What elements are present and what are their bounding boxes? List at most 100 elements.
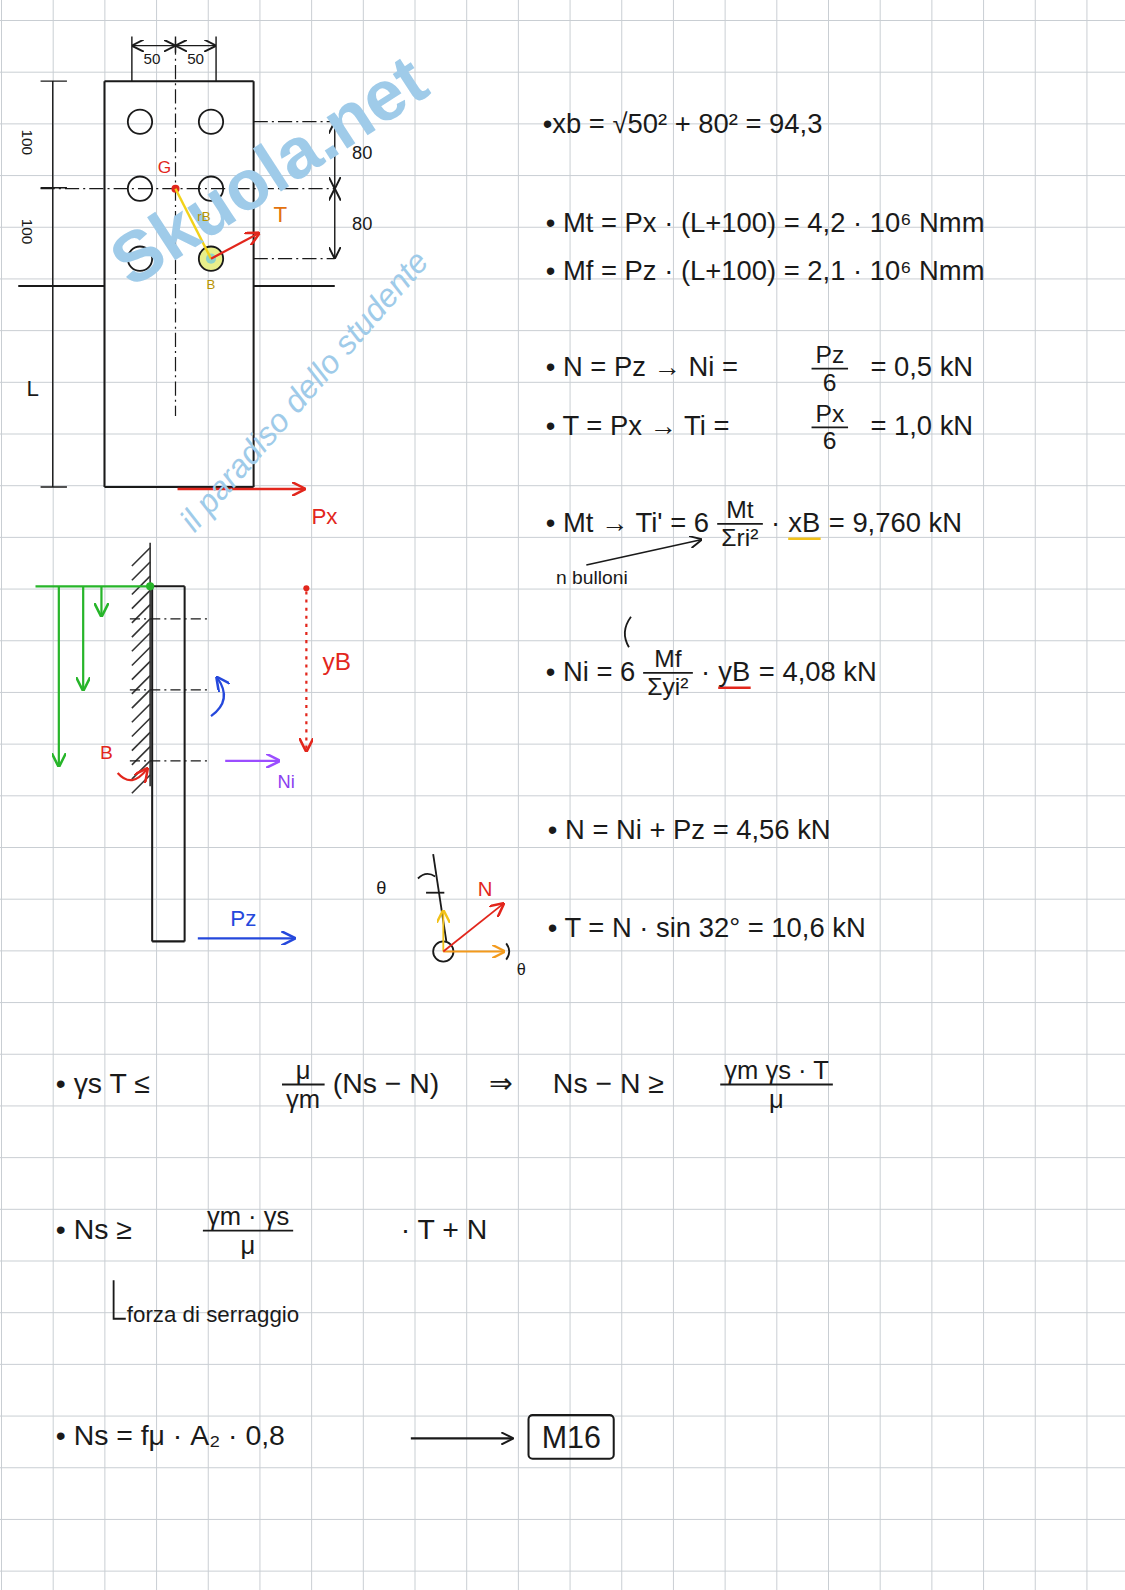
fraction-term: μ [296,1057,311,1085]
force-label: N [478,877,493,899]
dimension-line [177,45,216,46]
equation-text: · [701,657,710,687]
decomposition-sketch [426,892,444,894]
lever-arm [82,586,84,689]
dimension-label: 80 [352,215,372,235]
dimension-label: 100 [18,218,35,243]
equation-text: •xb = √50² + 80² = 94,3 [543,109,823,139]
lever-arm [198,937,294,939]
fraction-term: Px [816,401,845,428]
equation-text: ⇒ [489,1068,513,1099]
wall-hatch [132,562,150,580]
wall-hatch [132,619,150,637]
fraction-term: 6 [823,428,837,455]
fraction-term: Pz [816,342,845,369]
equation-text: • N = Ni + Pz = 4,56 kN [548,815,831,845]
wall-hatch [132,661,150,679]
bolt-axis [130,619,209,761]
note-arrow [114,1280,513,1438]
decomposition-sketch [433,854,446,941]
lever-arm [118,769,147,780]
note-text: forza di serraggio [127,1303,299,1328]
equation-text: = 0,5 kN [870,353,973,383]
lever-arm [303,585,309,591]
fraction-term: μ [240,1232,255,1260]
dimension-line [133,45,175,46]
equation-text: · [771,508,780,538]
decomposition-sketch [443,951,504,953]
fraction-term: 6 [823,370,837,397]
equation-text: (Ns − N) [333,1068,440,1099]
point-label: B [206,278,215,293]
equation-text: • Mt → Ti' = 6 [546,508,709,538]
wall-hatch [132,704,150,722]
lever-arm [305,591,307,750]
fraction-term: γm · γs [207,1203,289,1231]
equation-text: yB [718,657,750,687]
equation-text: • Ni = 6 [546,657,636,687]
wall-hatch [132,690,150,708]
wall-hatch [132,590,150,608]
force-label: Ni [277,773,294,793]
lever-arm [225,760,279,762]
equation-text: • Ns = fμ · A₂ · 0,8 [56,1420,285,1451]
dimension-line [41,81,67,487]
note-text: n bulloni [556,568,628,589]
fraction-term: Σri² [721,525,758,552]
lever-arm [58,586,60,766]
point-label: B [100,742,113,763]
equation-text: = 4,08 kN [759,657,877,687]
fraction-term: γm γs · T [724,1057,829,1085]
underline [718,687,750,689]
wall-hatch [132,605,150,623]
equation-text: • Ns ≥ [56,1214,132,1245]
decomposition-sketch [442,911,444,952]
equation-text: = 1,0 kN [870,412,973,442]
fraction-term: Mt [726,497,753,524]
dimension-line [334,190,335,258]
dimension-label: 50 [187,50,204,67]
equation-text: Ns − N ≥ [553,1068,664,1099]
equation-text: • Mt = Px · (L+100) = 4,2 · 10⁶ Nmm [546,209,985,239]
bolt-hole [199,110,223,134]
wall-hatch [132,676,150,694]
dimension-label: 50 [144,50,161,67]
note-arrow [114,1280,126,1319]
dimension-line [132,37,216,82]
bracket [625,617,631,647]
fraction-term: Mf [654,647,681,674]
dimension-label: 100 [18,129,35,154]
equation-text: • N = Pz → Ni = [546,353,738,383]
wall-hatch [132,775,150,793]
wall-hatch [132,633,150,651]
point-label: G [158,159,171,178]
equation-text: xB [788,508,820,538]
dimension-label: L [26,376,38,401]
wall-hatch [132,747,150,765]
underline [788,537,820,539]
fraction-term: Σyi² [647,674,688,701]
decomposition-sketch [443,904,503,952]
dimension-label: 80 [352,144,372,164]
decomposition-sketch [506,943,509,959]
lever-arm [100,586,102,615]
equation-text: • Mf = Pz · (L+100) = 2,1 · 10⁶ Nmm [546,256,985,286]
lever-arm [36,585,151,587]
fraction-term: μ [769,1085,784,1113]
angle-label: θ [517,961,526,979]
lever-arm [36,582,310,938]
equation-text: · T + N [401,1214,488,1245]
lever-arm [211,678,224,717]
wall-section [132,543,150,794]
force-label: Pz [230,907,256,932]
plate-outline [104,81,253,487]
lever-arm [146,582,154,590]
plate-side [152,586,184,941]
wall-hatch [132,732,150,750]
fraction-term: γm [286,1085,320,1113]
bolt-axis [130,619,209,761]
note-arrow [586,540,701,565]
wall-section [149,543,151,786]
wall-hatch [132,647,150,665]
